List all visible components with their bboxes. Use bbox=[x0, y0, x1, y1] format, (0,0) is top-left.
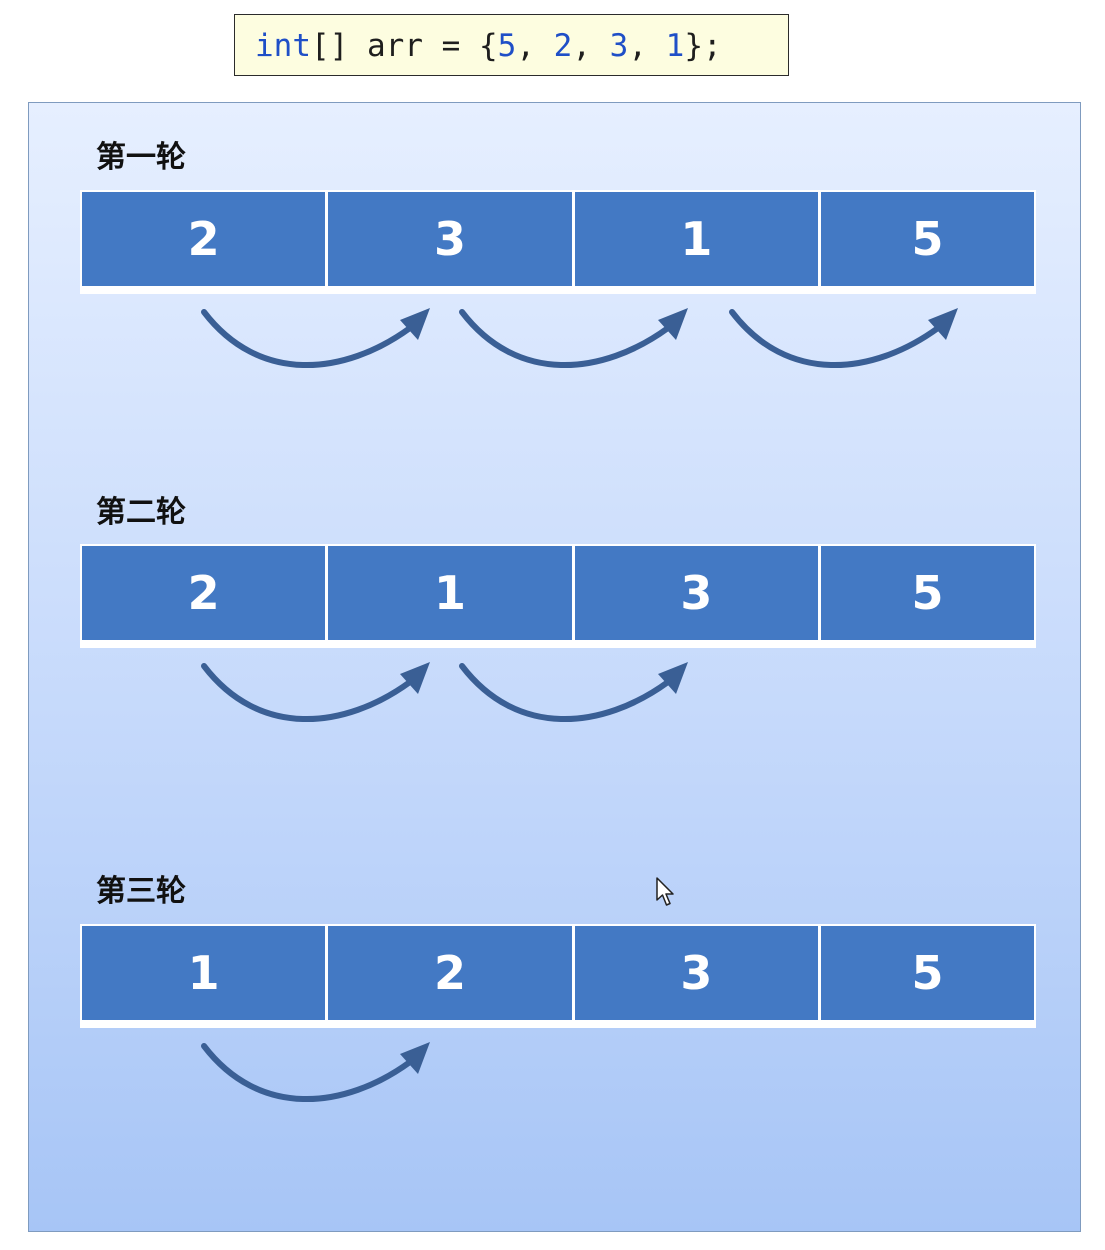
code-declaration: [] arr = { bbox=[311, 28, 498, 64]
array-cell: 3 bbox=[328, 192, 572, 286]
curved-arrow-icon bbox=[459, 663, 671, 723]
array-cell: 2 bbox=[328, 926, 572, 1020]
array-row-2: 2 1 3 5 bbox=[80, 544, 1036, 648]
code-value-2: 3 bbox=[609, 28, 629, 64]
array-cell: 5 bbox=[820, 192, 1034, 286]
curved-arrow-icon bbox=[459, 309, 671, 369]
arrow-head-icon bbox=[400, 662, 430, 694]
arrow-head-icon bbox=[658, 308, 688, 340]
array-cell: 1 bbox=[574, 192, 818, 286]
array-row-1: 2 3 1 5 bbox=[80, 190, 1036, 294]
array-cell: 2 bbox=[82, 192, 326, 286]
array-cell: 5 bbox=[820, 546, 1034, 640]
round-label-3: 第三轮 bbox=[96, 874, 186, 909]
comparison-arrows bbox=[201, 308, 958, 1103]
array-cell: 1 bbox=[82, 926, 326, 1020]
code-suffix: }; bbox=[684, 28, 722, 64]
array-cell: 3 bbox=[574, 926, 818, 1020]
code-value-3: 1 bbox=[665, 28, 685, 64]
code-value-0: 5 bbox=[497, 28, 517, 64]
round-label-2: 第二轮 bbox=[96, 495, 186, 530]
code-keyword: int bbox=[255, 28, 311, 64]
curved-arrow-icon bbox=[201, 309, 413, 369]
array-cell: 1 bbox=[328, 546, 572, 640]
arrow-head-icon bbox=[658, 662, 688, 694]
curved-arrow-icon bbox=[201, 663, 413, 723]
code-value-1: 2 bbox=[553, 28, 573, 64]
mouse-pointer-icon bbox=[656, 877, 674, 906]
arrow-head-icon bbox=[400, 1042, 430, 1074]
array-cell: 5 bbox=[820, 926, 1034, 1020]
arrow-head-icon bbox=[928, 308, 958, 340]
array-cell: 3 bbox=[574, 546, 818, 640]
code-snippet: int[] arr = {5, 2, 3, 1}; bbox=[234, 14, 789, 76]
arrow-head-icon bbox=[400, 308, 430, 340]
array-row-3: 1 2 3 5 bbox=[80, 924, 1036, 1028]
curved-arrow-icon bbox=[729, 309, 941, 369]
curved-arrow-icon bbox=[201, 1043, 413, 1103]
array-cell: 2 bbox=[82, 546, 326, 640]
round-label-1: 第一轮 bbox=[96, 140, 186, 175]
